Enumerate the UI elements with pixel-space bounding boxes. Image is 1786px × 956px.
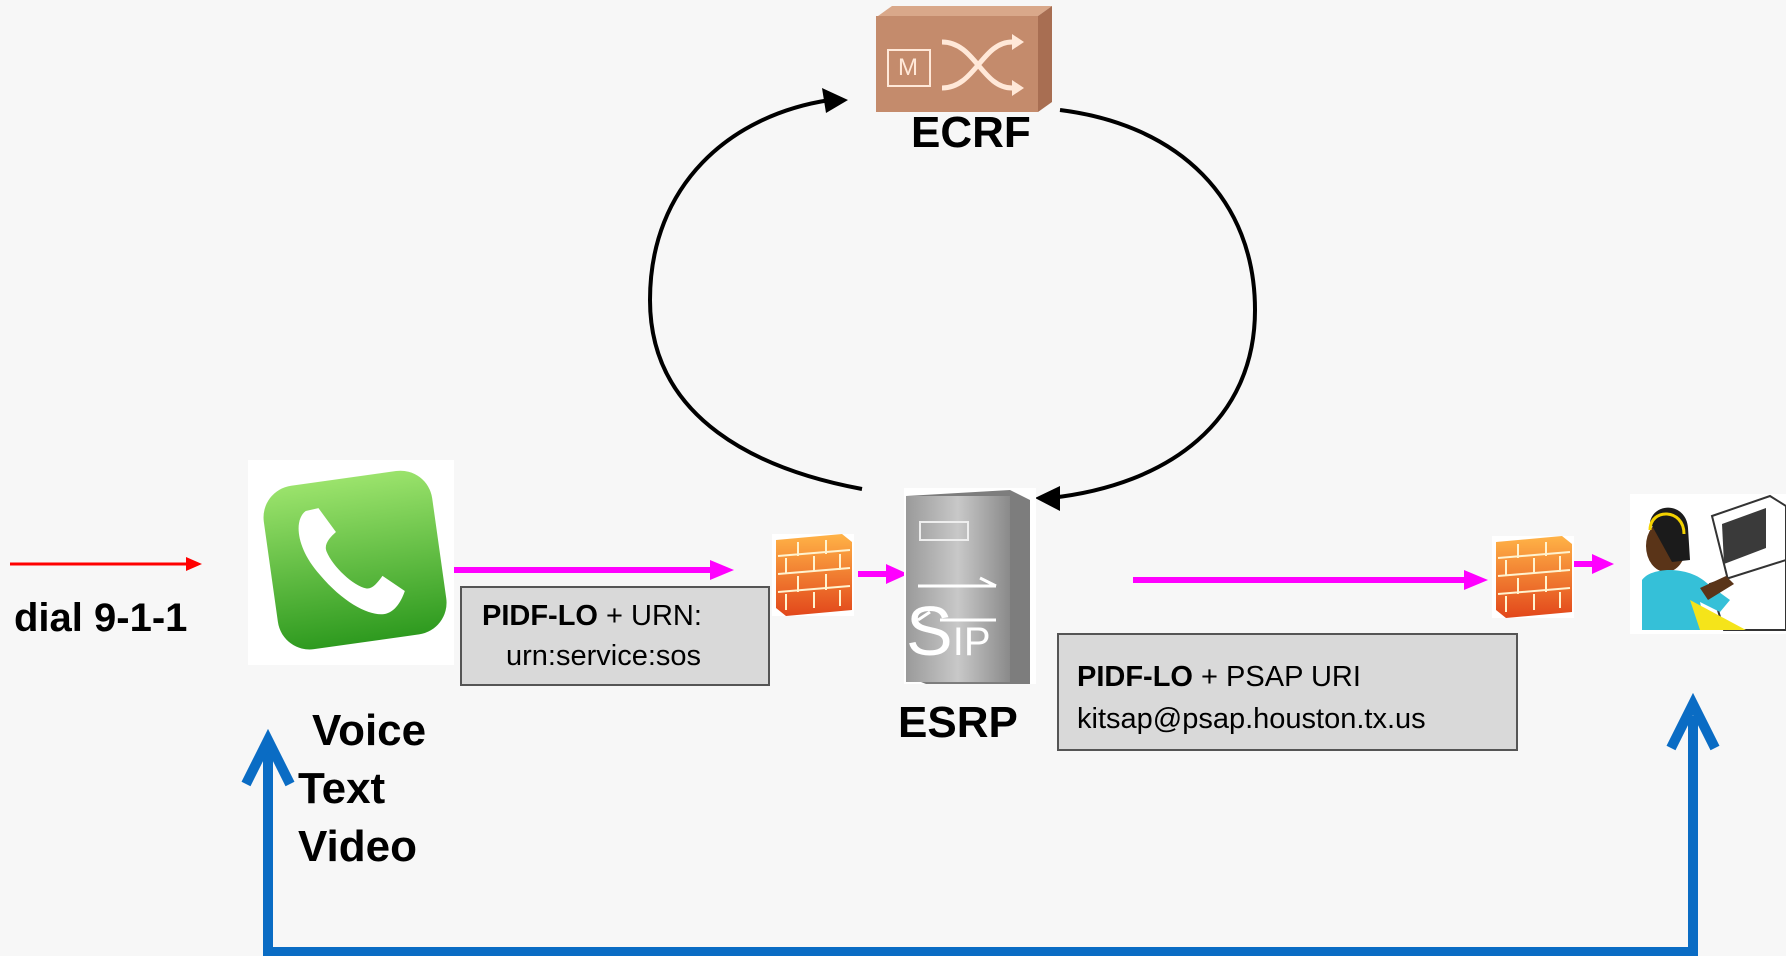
psap-box-format-rest: + PSAP URI	[1193, 661, 1361, 693]
esrp-server-icon: SIP	[904, 488, 1036, 684]
firewall-icon-right	[1492, 536, 1574, 618]
phone-app-icon	[248, 460, 454, 665]
ecrf-response-arrowhead	[1035, 486, 1060, 511]
phone-to-firewall-arrowhead	[710, 560, 734, 580]
firewall-to-psap-arrowhead	[1592, 554, 1614, 574]
urn-box-service-urn: urn:service:sos	[506, 640, 702, 672]
urn-box-format-rest: + URN:	[598, 600, 702, 632]
media-voice-label: Voice	[312, 706, 427, 755]
psap-message-box: PIDF-LO + PSAP URI kitsap@psap.houston.t…	[1057, 633, 1518, 751]
urn-box-format-bold: PIDF-LO	[482, 600, 598, 632]
media-arrowhead-left	[241, 728, 295, 787]
esrp-to-firewall-arrowhead	[1464, 570, 1488, 590]
psap-box-format-bold: PIDF-LO	[1077, 661, 1193, 693]
psap-box-uri: kitsap@psap.houston.tx.us	[1077, 703, 1426, 735]
media-arrowhead-right	[1666, 692, 1720, 751]
media-video-label: Video	[298, 822, 418, 871]
ecrf-device-icon	[876, 6, 1052, 112]
dial-arrowhead	[186, 557, 202, 571]
dial-label: dial 9-1-1	[14, 596, 188, 640]
ecrf-device-letter: M	[898, 54, 918, 81]
firewall-icon-left	[772, 534, 854, 616]
media-text-label: Text	[298, 764, 386, 813]
esrp-label: ESRP	[898, 698, 1018, 747]
psap-operator-icon	[1630, 494, 1786, 634]
firewall-to-esrp-arrowhead	[886, 564, 908, 584]
media-return-path	[263, 716, 1698, 956]
esrp-sip-text: SIP	[906, 592, 991, 670]
ecrf-query-arrowhead	[822, 88, 848, 113]
ecrf-query-arc	[647, 98, 863, 491]
urn-message-box: PIDF-LO + URN: urn:service:sos	[460, 586, 770, 686]
ecrf-response-arc	[1049, 108, 1258, 500]
ecrf-label: ECRF	[911, 108, 1031, 157]
